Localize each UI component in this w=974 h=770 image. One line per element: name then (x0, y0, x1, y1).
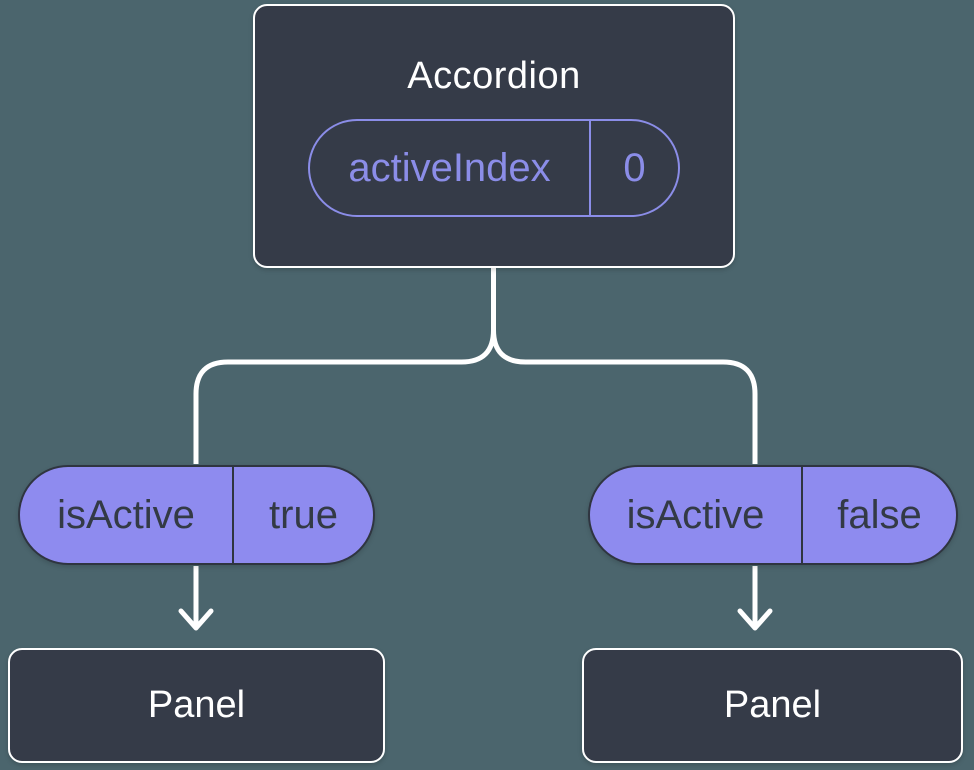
isactive-false-pill: isActive false (588, 465, 958, 565)
panel-node-right: Panel (582, 648, 963, 763)
right-arrow (737, 566, 773, 631)
right-branch-line (491, 266, 758, 464)
left-branch-line (193, 266, 496, 464)
state-value-label: 0 (623, 145, 646, 190)
prop-value-label: true (269, 492, 338, 537)
panel-node-label: Panel (723, 684, 822, 726)
prop-name-label: isActive (590, 467, 803, 563)
activeindex-state-pill: activeIndex 0 (308, 119, 680, 217)
panel-node-label: Panel (147, 684, 246, 726)
panel-node-left: Panel (8, 648, 385, 763)
isactive-true-pill: isActive true (18, 465, 375, 565)
accordion-node: Accordion activeIndex 0 (253, 4, 735, 268)
prop-name-label: isActive (20, 467, 234, 563)
accordion-node-title: Accordion (407, 55, 581, 97)
prop-value-label: false (837, 492, 922, 537)
left-arrow (178, 566, 214, 631)
state-name-label: activeIndex (310, 121, 591, 215)
